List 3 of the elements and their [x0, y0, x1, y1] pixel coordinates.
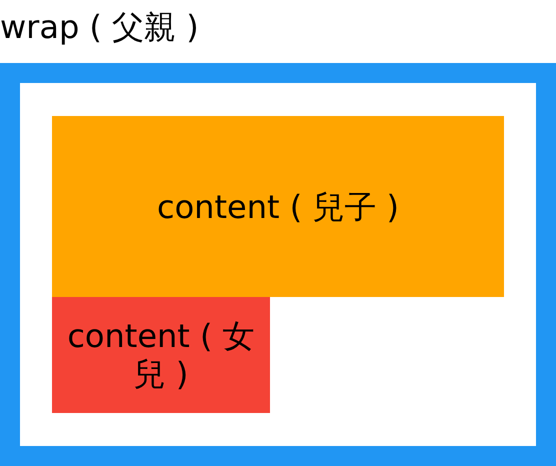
box-heading: wrap ( 父親 ) [0, 8, 199, 46]
content-box: content ( 兒子 ) [52, 116, 504, 297]
content-box: content ( 女兒 ) [52, 297, 270, 413]
